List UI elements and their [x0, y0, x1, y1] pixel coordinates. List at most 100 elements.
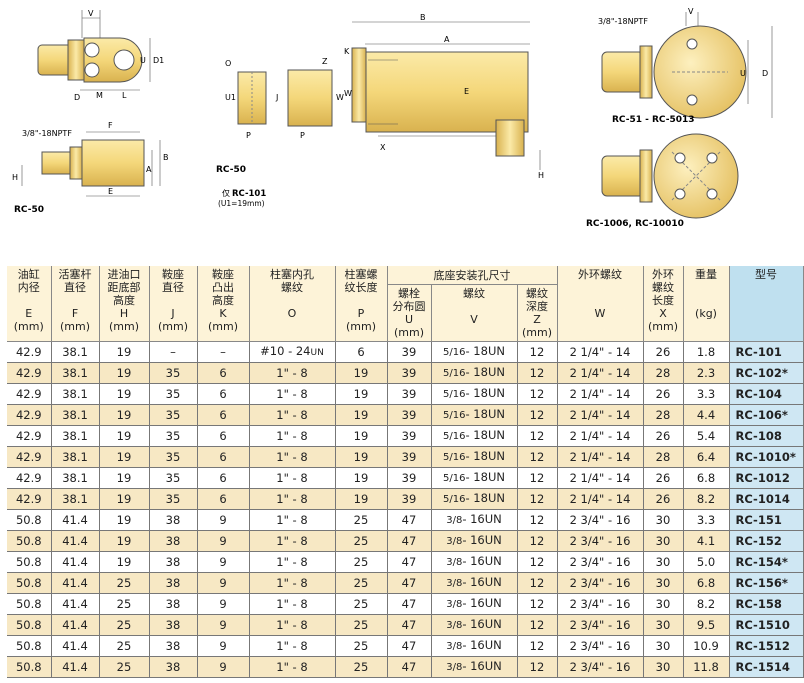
- dim-e-label-main: E: [464, 87, 469, 96]
- cell-o: 1" - 8: [249, 404, 336, 426]
- cell-model: RC-158: [729, 593, 804, 615]
- v-fraction: 3/8: [446, 620, 463, 631]
- cell-p: 25: [335, 572, 388, 594]
- cell-o: 1" - 8: [249, 383, 336, 405]
- cell-v: 3/8- 16UN: [431, 530, 518, 552]
- cell-weight: 5.0: [683, 551, 730, 573]
- cell-h: 19: [99, 530, 150, 552]
- cell-w: 2 3/4" - 16: [557, 635, 644, 657]
- dim-l-label: L: [122, 91, 127, 100]
- cell-x: 28: [643, 362, 684, 384]
- cell-o: 1" - 8: [249, 614, 336, 636]
- cell-z: 12: [517, 593, 558, 615]
- v-fraction: 3/8: [446, 578, 463, 589]
- cell-model: RC-1514: [729, 656, 804, 678]
- cell-j: 38: [149, 614, 198, 636]
- cell-v: 5/16- 18UN: [431, 488, 518, 510]
- cell-v: 3/8- 16UN: [431, 509, 518, 531]
- cell-weight: 6.8: [683, 467, 730, 489]
- cell-weight: 1.8: [683, 341, 730, 363]
- cell-x: 26: [643, 383, 684, 405]
- v-fraction: 3/8: [446, 515, 463, 526]
- cell-e: 42.9: [7, 383, 52, 405]
- dim-w-label-main: W: [344, 89, 352, 98]
- cell-e: 42.9: [7, 362, 52, 384]
- cell-v: 3/8- 16UN: [431, 572, 518, 594]
- cell-x: 30: [643, 572, 684, 594]
- v-fraction: 5/16: [443, 431, 466, 442]
- cell-k: 9: [197, 572, 250, 594]
- cell-z: 12: [517, 509, 558, 531]
- cell-model: RC-106*: [729, 404, 804, 426]
- cell-p: 25: [335, 656, 388, 678]
- cell-h: 19: [99, 509, 150, 531]
- cell-e: 42.9: [7, 404, 52, 426]
- cell-w: 2 3/4" - 16: [557, 551, 644, 573]
- cell-u: 39: [387, 383, 432, 405]
- cell-weight: 11.8: [683, 656, 730, 678]
- cell-p: 19: [335, 446, 388, 468]
- cell-w: 2 1/4" - 14: [557, 425, 644, 447]
- cell-e: 50.8: [7, 614, 52, 636]
- cell-x: 26: [643, 467, 684, 489]
- cell-p: 25: [335, 530, 388, 552]
- cell-u: 39: [387, 467, 432, 489]
- dim-p-label-saddle: P: [246, 131, 251, 140]
- cell-p: 25: [335, 635, 388, 657]
- cell-o: 1" - 8: [249, 509, 336, 531]
- cell-e: 42.9: [7, 446, 52, 468]
- cell-j: 35: [149, 446, 198, 468]
- cell-p: 19: [335, 362, 388, 384]
- cell-model: RC-101: [729, 341, 804, 363]
- cell-v: 5/16- 18UN: [431, 404, 518, 426]
- dim-x-label: X: [380, 143, 386, 152]
- v-fraction: 5/16: [443, 494, 466, 505]
- cell-k: 6: [197, 404, 250, 426]
- rc50-side-view: 3/8"-18NPTF F E A B H: [12, 121, 169, 197]
- cell-p: 19: [335, 488, 388, 510]
- technical-drawings: V D1 U M L D 3/8"-18NPTF F E A B H RC-5: [0, 0, 790, 262]
- cell-x: 26: [643, 488, 684, 510]
- cell-model: RC-1510: [729, 614, 804, 636]
- cell-u: 47: [387, 572, 432, 594]
- dim-a-label-left: A: [146, 165, 152, 174]
- cell-h: 25: [99, 635, 150, 657]
- main-cylinder-view: B A K E W X H: [344, 13, 544, 180]
- cell-h: 19: [99, 341, 150, 363]
- cell-f: 38.1: [51, 425, 100, 447]
- cell-model: RC-108: [729, 425, 804, 447]
- cell-z: 12: [517, 425, 558, 447]
- cell-x: 26: [643, 341, 684, 363]
- dim-d-label-right: D: [762, 69, 768, 78]
- v-fraction: 3/8: [446, 662, 463, 673]
- cell-e: 50.8: [7, 635, 52, 657]
- cell-x: 28: [643, 404, 684, 426]
- dim-v-label-right: V: [688, 7, 694, 16]
- cell-h: 19: [99, 551, 150, 573]
- cell-p: 25: [335, 614, 388, 636]
- cell-f: 38.1: [51, 467, 100, 489]
- cell-model: RC-1010*: [729, 446, 804, 468]
- v-fraction: 5/16: [443, 410, 466, 421]
- cell-f: 41.4: [51, 530, 100, 552]
- cell-j: 38: [149, 635, 198, 657]
- cell-weight: 3.3: [683, 383, 730, 405]
- cell-j: 35: [149, 404, 198, 426]
- cell-e: 50.8: [7, 509, 52, 531]
- v-fraction: 3/8: [446, 641, 463, 652]
- cell-k: 9: [197, 509, 250, 531]
- cell-f: 41.4: [51, 509, 100, 531]
- cell-u: 39: [387, 446, 432, 468]
- v-fraction: 5/16: [443, 452, 466, 463]
- v-fraction: 5/16: [443, 389, 466, 400]
- cell-h: 25: [99, 614, 150, 636]
